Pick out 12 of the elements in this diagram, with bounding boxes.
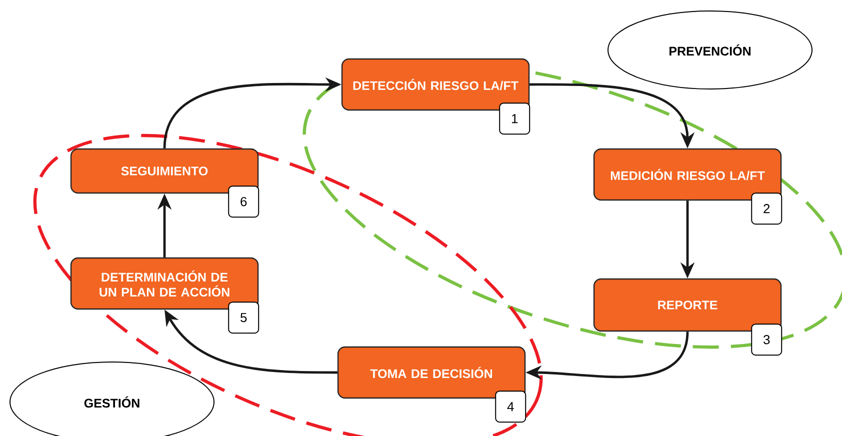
number-badge: 5 <box>228 302 260 334</box>
process-box: TOMA DE DECISIÓN <box>337 346 526 399</box>
number-badge: 1 <box>499 102 530 135</box>
process-box: MEDICIÓN RIESGO LA/FT <box>593 148 782 201</box>
process-box: DETERMINACIÓN DE UN PLAN DE ACCIÓN <box>70 257 259 310</box>
process-box: SEGUIMIENTO <box>70 148 259 194</box>
number-badge: 3 <box>751 324 782 356</box>
process-box: REPORTE <box>593 278 782 332</box>
process-box: DETECCIÓN RIESGO LA/FT <box>341 58 530 111</box>
number-badge: 4 <box>495 390 526 423</box>
number-badge: 2 <box>751 192 782 225</box>
number-badge: 6 <box>228 186 260 218</box>
